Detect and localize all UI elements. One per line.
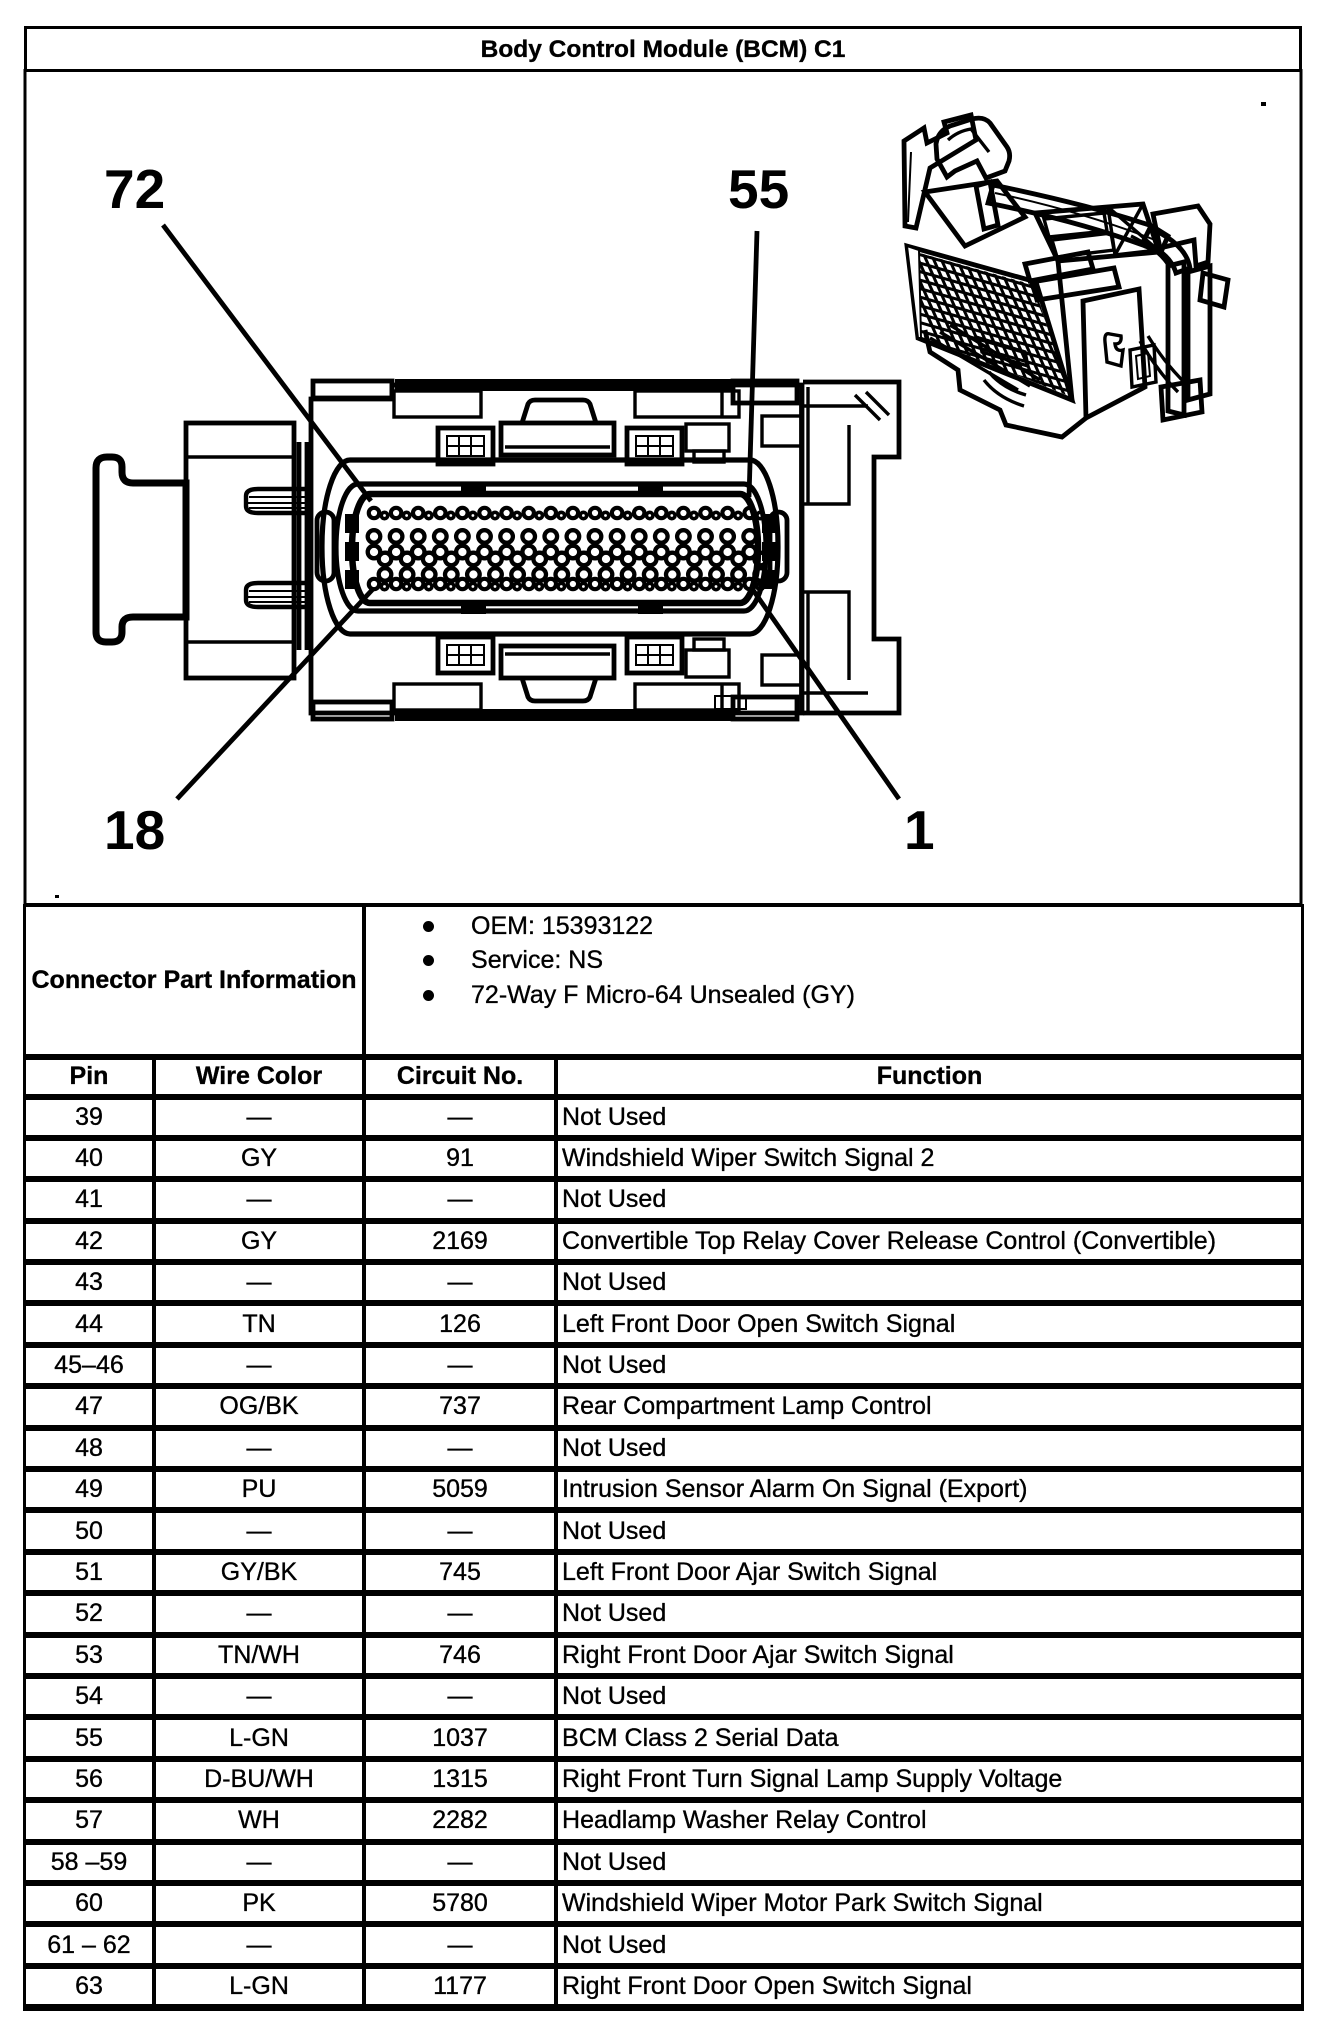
svg-text:1: 1 [904,799,935,861]
svg-text:55: 55 [728,158,789,220]
svg-text:72: 72 [104,158,165,220]
svg-text:18: 18 [104,799,165,861]
